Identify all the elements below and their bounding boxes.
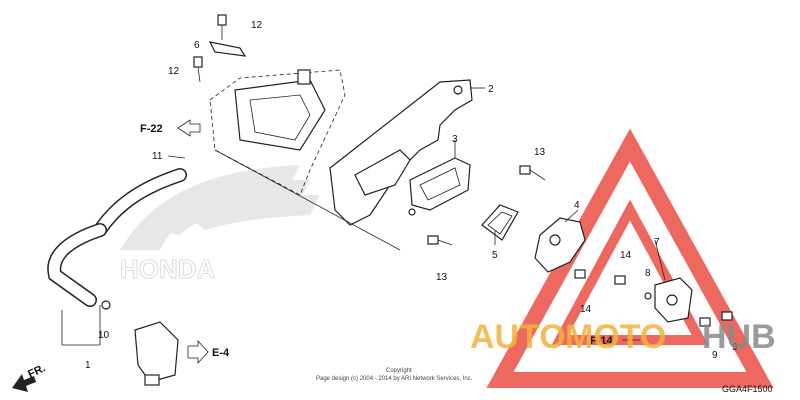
ref-f22-label: F-22 — [140, 123, 163, 135]
copyright-line2: Page design (c) 2004 - 2014 by ARI Netwo… — [316, 376, 473, 382]
gasket-part-5 — [481, 204, 519, 241]
gasket-part-3 — [408, 157, 471, 216]
callout-3: 3 — [452, 134, 458, 145]
solenoid-part-7 — [644, 277, 693, 323]
bracket-part-2 — [329, 79, 473, 226]
callout-11: 11 — [152, 151, 163, 162]
diagram-code: GGA4F1500 — [722, 384, 773, 394]
callout-10: 10 — [98, 330, 110, 341]
valve-mount-subassembly — [209, 69, 401, 251]
wordmark-auto: AUTO — [470, 318, 566, 356]
honda-wing-watermark: HONDA — [120, 165, 320, 285]
callout-12-left: 12 — [168, 66, 180, 77]
callout-14-lower: 14 — [580, 304, 592, 315]
pair-valve-assembly — [101, 300, 179, 386]
arrow-left-icon — [177, 119, 201, 137]
ref-f14-label: F-14 — [590, 335, 614, 347]
callout-5: 5 — [492, 250, 498, 261]
ref-f22: F-22 — [140, 119, 201, 137]
ref-e4-label: E-4 — [212, 347, 230, 359]
leader-lines — [61, 87, 666, 346]
callout-8: 8 — [645, 268, 651, 279]
callout-9-left: 9 — [712, 350, 718, 361]
callout-9-right: 9 — [732, 342, 738, 353]
callout-4: 4 — [574, 200, 580, 211]
callout-1: 1 — [85, 360, 91, 371]
ref-f14: F-14 — [590, 335, 640, 347]
callout-7: 7 — [654, 237, 660, 248]
callout-2: 2 — [488, 84, 494, 95]
callout-13-right: 13 — [534, 147, 546, 158]
front-arrow-icon — [12, 374, 36, 392]
arrow-right-icon — [187, 339, 209, 365]
air-hose-part-1 — [47, 168, 187, 307]
ref-e4: E-4 — [187, 339, 230, 365]
callout-14-upper: 14 — [620, 250, 632, 261]
copyright-line1: Copyright — [386, 368, 412, 374]
wordmark-hub: HUB — [702, 318, 776, 356]
automotohub-wordmark: AUTO MOTO HUB — [470, 318, 776, 356]
bolts — [193, 14, 733, 327]
callout-6: 6 — [194, 40, 200, 51]
callout-13-bottom: 13 — [436, 272, 448, 283]
ref-front: FR. — [12, 362, 47, 392]
clip-part-6 — [208, 41, 247, 57]
wordmark-moto: MOTO — [565, 318, 666, 356]
reed-valve-part-4 — [534, 217, 586, 273]
honda-logo-text: HONDA — [120, 254, 216, 284]
ref-front-label: FR. — [26, 362, 47, 380]
callout-12-top: 12 — [251, 20, 263, 31]
